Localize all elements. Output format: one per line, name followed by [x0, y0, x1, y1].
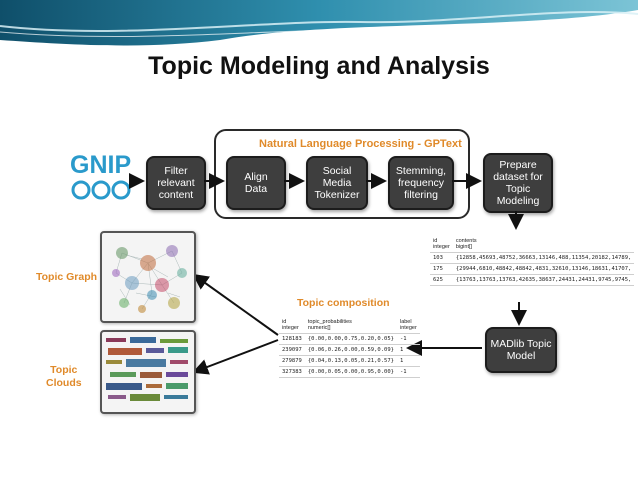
composition-label: Topic composition	[297, 297, 390, 309]
arrow-to-clouds	[192, 339, 279, 375]
table-row: 103{12858,45693,48752,36663,13146,488,11…	[430, 252, 635, 264]
arrow-to-graph	[192, 273, 279, 336]
topic-graph-image	[100, 231, 196, 323]
table-row: 279879{0.04,0.13,0.05,0.21,0.57}1	[279, 355, 420, 367]
filter-step: Filter relevant content	[146, 156, 206, 210]
gnip-logo: GNIP	[70, 153, 136, 205]
gnip-circles-icon	[71, 180, 131, 200]
page-title: Topic Modeling and Analysis	[148, 52, 490, 80]
table-row: 625{13763,13763,13763,42635,38637,24431,…	[430, 274, 635, 286]
nlp-group-label: Natural Language Processing - GPText	[259, 138, 462, 150]
table-row: 175{29944,6810,48842,48842,4831,32610,13…	[430, 263, 635, 275]
topic-graph-label: Topic Graph	[36, 271, 98, 283]
align-step: Align Data	[226, 156, 286, 210]
topic-clouds-image	[100, 330, 196, 414]
tokenizer-step: Social Media Tokenizer	[306, 156, 368, 210]
gnip-logo-text: GNIP	[70, 151, 132, 179]
topic-clouds-label: Topic Clouds	[46, 364, 82, 389]
madlib-step: MADlib Topic Model	[485, 327, 557, 373]
prepare-step: Prepare dataset for Topic Modeling	[483, 153, 553, 213]
stemming-step: Stemming, frequency filtering	[388, 156, 454, 210]
network-graph-icon	[112, 245, 187, 313]
table-row: 327383{0.00,0.05,0.00,0.95,0.00}-1	[279, 366, 420, 378]
header-banner	[0, 0, 638, 46]
table-row: 239097{0.06,0.26,0.00,0.59,0.09}1	[279, 344, 420, 356]
table-row: 128183{0.00,0.00,0.75,0.20,0.05}-1	[279, 333, 420, 345]
word-cloud-icon	[106, 337, 188, 401]
